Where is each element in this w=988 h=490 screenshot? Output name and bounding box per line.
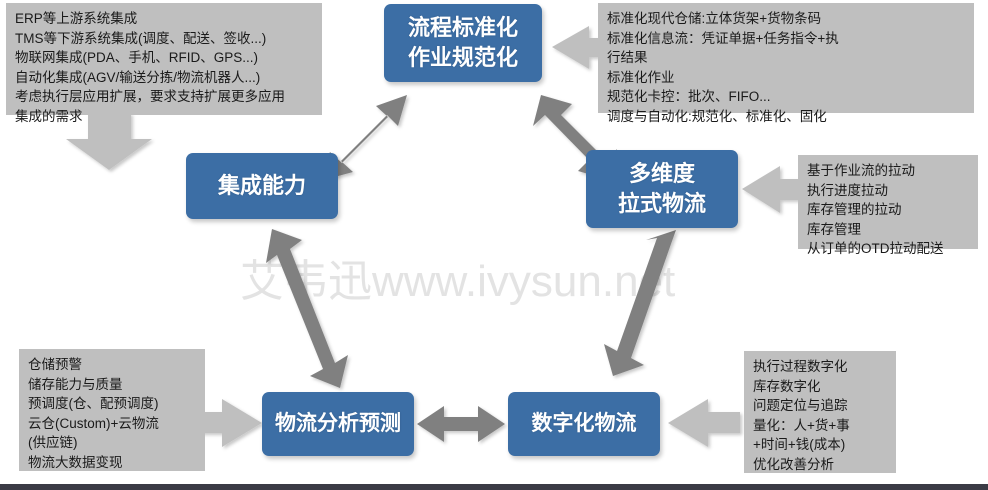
- note-pull-details: 基于作业流的拉动 执行进度拉动 库存管理的拉动 库存管理 从订单的OTD拉动配送: [798, 155, 978, 256]
- node-analysis-label: 物流分析预测: [275, 411, 401, 435]
- arrow-note-mr-left: [742, 166, 806, 213]
- note-standardization-details: 标准化现代仓储:立体货架+货物条码 标准化信息流：凭证单据+任务指令+执 行结果…: [598, 3, 974, 124]
- note-digital-details: 执行过程数字化 库存数字化 问题定位与追踪 量化：人+货+事 +时间+钱(成本)…: [744, 351, 896, 473]
- node-standardization-line1: 流程标准化: [407, 14, 518, 40]
- node-integration-label: 集成能力: [217, 172, 306, 198]
- node-pull-line2: 拉式物流: [617, 191, 706, 216]
- node-standardization-line2: 作业规范化: [407, 45, 518, 70]
- arrow-note-br-left: [668, 399, 740, 447]
- node-process-standardization[interactable]: 流程标准化 作业规范化: [384, 4, 542, 82]
- arrow-note-bl-right: [196, 399, 262, 447]
- node-multidimensional-pull-logistics[interactable]: 多维度 拉式物流: [586, 150, 738, 228]
- node-pull-line1: 多维度: [628, 160, 695, 186]
- node-digital-label: 数字化物流: [531, 411, 637, 435]
- node-digital-logistics[interactable]: 数字化物流: [508, 392, 660, 456]
- note-analysis-details: 仓储预警 储存能力与质量 预调度(仓、配预调度) 云仓(Custom)+云物流 …: [19, 349, 205, 471]
- arrow-analysis-digital: [417, 406, 505, 442]
- node-logistics-analysis-forecast[interactable]: 物流分析预测: [262, 392, 414, 456]
- watermark-text: 艾韦迅www.ivysun.net: [240, 257, 676, 306]
- node-integration-capability[interactable]: 集成能力: [186, 153, 338, 219]
- note-upstream-integration: ERP等上游系统集成 TMS等下游系统集成(调度、配送、签收...) 物联网集成…: [6, 3, 322, 124]
- bottom-bar: [0, 484, 988, 490]
